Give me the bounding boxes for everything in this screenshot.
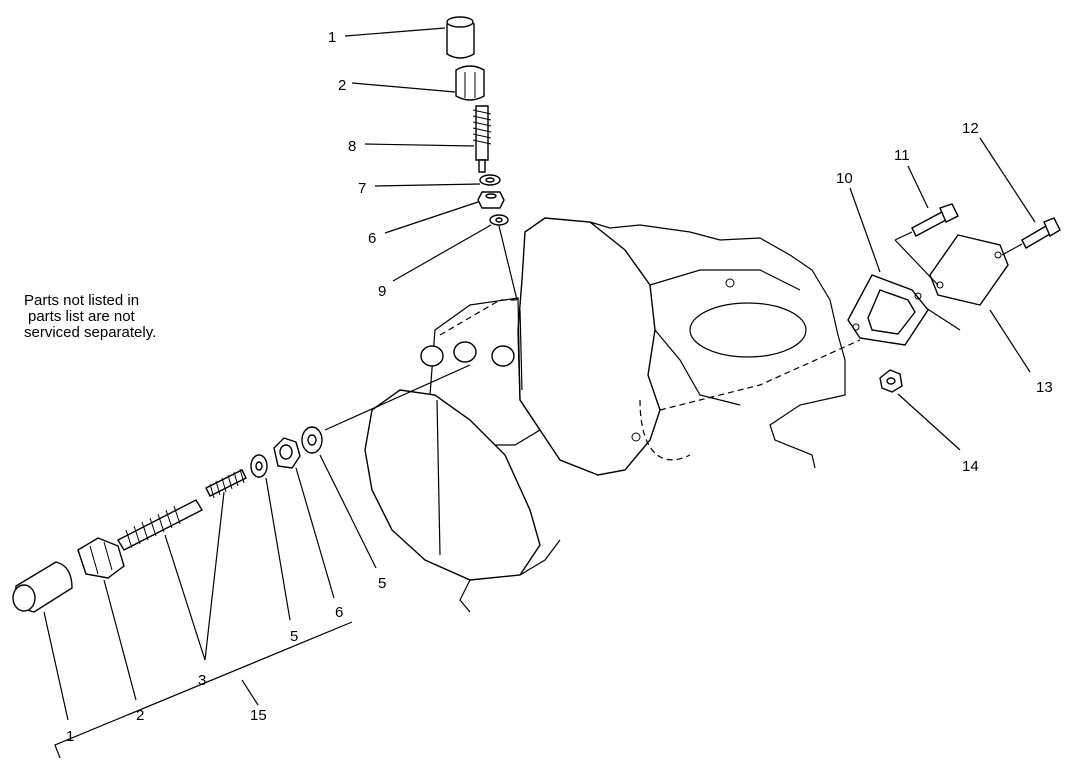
service-note-line-1: Parts not listed in bbox=[24, 292, 140, 309]
top-valve-assembly bbox=[446, 16, 518, 301]
callout-6-top: 6 bbox=[368, 230, 376, 247]
callout-9: 9 bbox=[378, 283, 386, 300]
callout-10: 10 bbox=[836, 170, 853, 187]
right-parts bbox=[847, 203, 1061, 393]
service-note: Parts not listed in parts list are not s… bbox=[24, 293, 156, 341]
callout-1-top: 1 bbox=[328, 29, 336, 46]
callout-5-right: 5 bbox=[378, 575, 386, 592]
main-housing bbox=[364, 217, 861, 613]
lower-valve-assembly bbox=[12, 364, 471, 613]
callout-3: 3 bbox=[198, 672, 206, 689]
callout-15: 15 bbox=[250, 707, 267, 724]
service-note-line-3: serviced separately. bbox=[24, 324, 157, 341]
callout-2-low: 2 bbox=[136, 707, 144, 724]
leader-lines bbox=[43, 27, 1036, 759]
callout-8: 8 bbox=[348, 138, 356, 155]
callout-7: 7 bbox=[358, 180, 366, 197]
callout-13: 13 bbox=[1036, 379, 1053, 396]
callout-5-low: 5 bbox=[290, 628, 298, 645]
callout-labels: 1 2 8 7 6 9 10 11 12 13 14 5 6 5 3 2 1 1… bbox=[66, 29, 1053, 745]
callout-2-top: 2 bbox=[338, 77, 346, 94]
callout-12: 12 bbox=[962, 120, 979, 137]
callout-1-low: 1 bbox=[66, 728, 74, 745]
callout-11: 11 bbox=[894, 147, 910, 164]
service-note-line-2: parts list are not bbox=[28, 308, 135, 325]
callout-6-low: 6 bbox=[335, 604, 343, 621]
callout-14: 14 bbox=[962, 458, 979, 475]
